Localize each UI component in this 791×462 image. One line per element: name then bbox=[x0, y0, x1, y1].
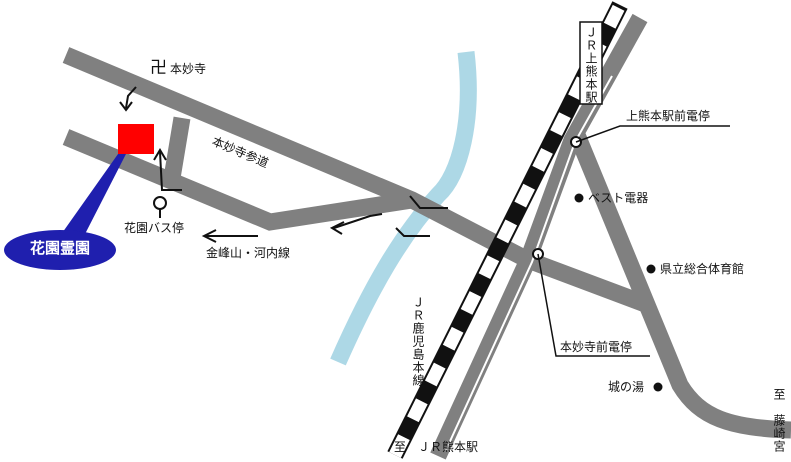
label-best-denki: ベスト電器 bbox=[588, 191, 649, 205]
road-connector bbox=[163, 116, 191, 180]
roads bbox=[62, 13, 791, 460]
bridge-marks bbox=[395, 195, 448, 237]
label-hanazono-reien: 花園霊園 bbox=[29, 239, 90, 257]
jr-kamikumamoto-box bbox=[579, 21, 603, 105]
label-gym: 県立総合体育館 bbox=[660, 262, 745, 276]
label-kinposan: 金峰山・河内線 bbox=[206, 246, 291, 260]
label-shiro-no-yu: 城の湯 bbox=[608, 380, 645, 394]
poi-dot-best-denki bbox=[574, 193, 584, 203]
cemetery-pointer bbox=[60, 154, 126, 236]
cemetery-marker bbox=[118, 124, 154, 154]
temple-icon: 卍 bbox=[150, 58, 167, 78]
poi-dot-gym bbox=[646, 264, 656, 274]
label-honmyoji: 本妙寺 bbox=[170, 62, 207, 76]
label-to-jr-kumamoto: 至 ＪＲ熊本駅 bbox=[394, 440, 479, 454]
label-to-fujisakigu: 至 藤崎宮 bbox=[772, 388, 786, 453]
road-hanazono bbox=[62, 129, 414, 231]
poi-dot-shiro-no-yu bbox=[653, 382, 663, 392]
road-diagonal bbox=[430, 13, 648, 460]
label-jr-kagoshima: ＪＲ鹿児島本線 bbox=[411, 296, 425, 387]
label-hanazono-bus: 花園バス停 bbox=[124, 221, 185, 235]
label-jr-kamikumamoto: ＪＲ上熊本駅 bbox=[584, 26, 598, 104]
river bbox=[330, 51, 477, 366]
arrows bbox=[119, 86, 383, 243]
label-kamikumamoto-tram: 上熊本駅前電停 bbox=[626, 109, 711, 123]
bus-stop-icon bbox=[153, 196, 167, 218]
label-honmyoji-tram: 本妙寺前電停 bbox=[560, 340, 633, 354]
callout-lines bbox=[537, 125, 730, 357]
road-fujisaki bbox=[567, 126, 791, 439]
road-honmyoji-sando bbox=[62, 47, 651, 313]
tram-track bbox=[445, 75, 613, 451]
cemetery-label-bg bbox=[4, 230, 116, 270]
